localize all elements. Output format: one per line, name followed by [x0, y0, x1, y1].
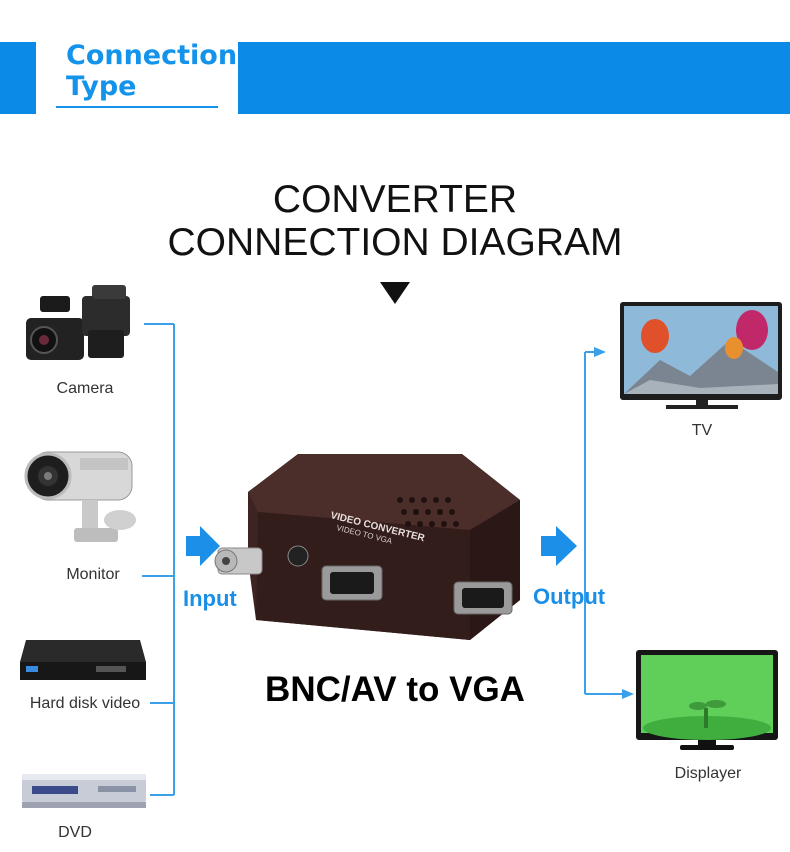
input-label: Input: [183, 586, 237, 611]
down-arrow-icon: [380, 282, 410, 304]
output-label: Output: [533, 584, 606, 609]
header-banner-right: [238, 42, 790, 114]
product-label: BNC/AV to VGA: [265, 670, 525, 709]
header-underline: [56, 106, 218, 108]
header-banner-left: [0, 42, 36, 114]
displayer-icon: [636, 650, 778, 750]
input-arrow-icon: [186, 526, 220, 566]
security-camera-icon: [24, 451, 136, 542]
output-connector-lines: [584, 351, 624, 695]
header-title: Connection Type: [66, 40, 238, 102]
tv-pointer-icon: [594, 347, 606, 357]
displayer-pointer-icon: [622, 689, 634, 699]
dvr-icon: [20, 640, 146, 680]
converter-device: VIDEO CONVERTER VIDEO TO VGA: [214, 454, 520, 640]
diagram-title-line2: CONNECTION DIAGRAM: [167, 221, 623, 264]
tv-icon: [620, 302, 782, 409]
output-arrow-icon: [541, 526, 577, 566]
input-connector-lines: [142, 323, 175, 796]
output-label-displayer: Displayer: [674, 765, 742, 782]
input-label-monitor: Monitor: [66, 566, 120, 583]
input-label-hard-disk-video: Hard disk video: [29, 695, 141, 712]
output-label-tv: TV: [691, 422, 713, 439]
dvd-player-icon: [22, 774, 146, 808]
diagram-title-line1: CONVERTER: [272, 178, 518, 221]
input-label-camera: Camera: [56, 380, 114, 397]
camera-icon: [26, 285, 130, 360]
input-label-dvd: DVD: [58, 824, 92, 841]
